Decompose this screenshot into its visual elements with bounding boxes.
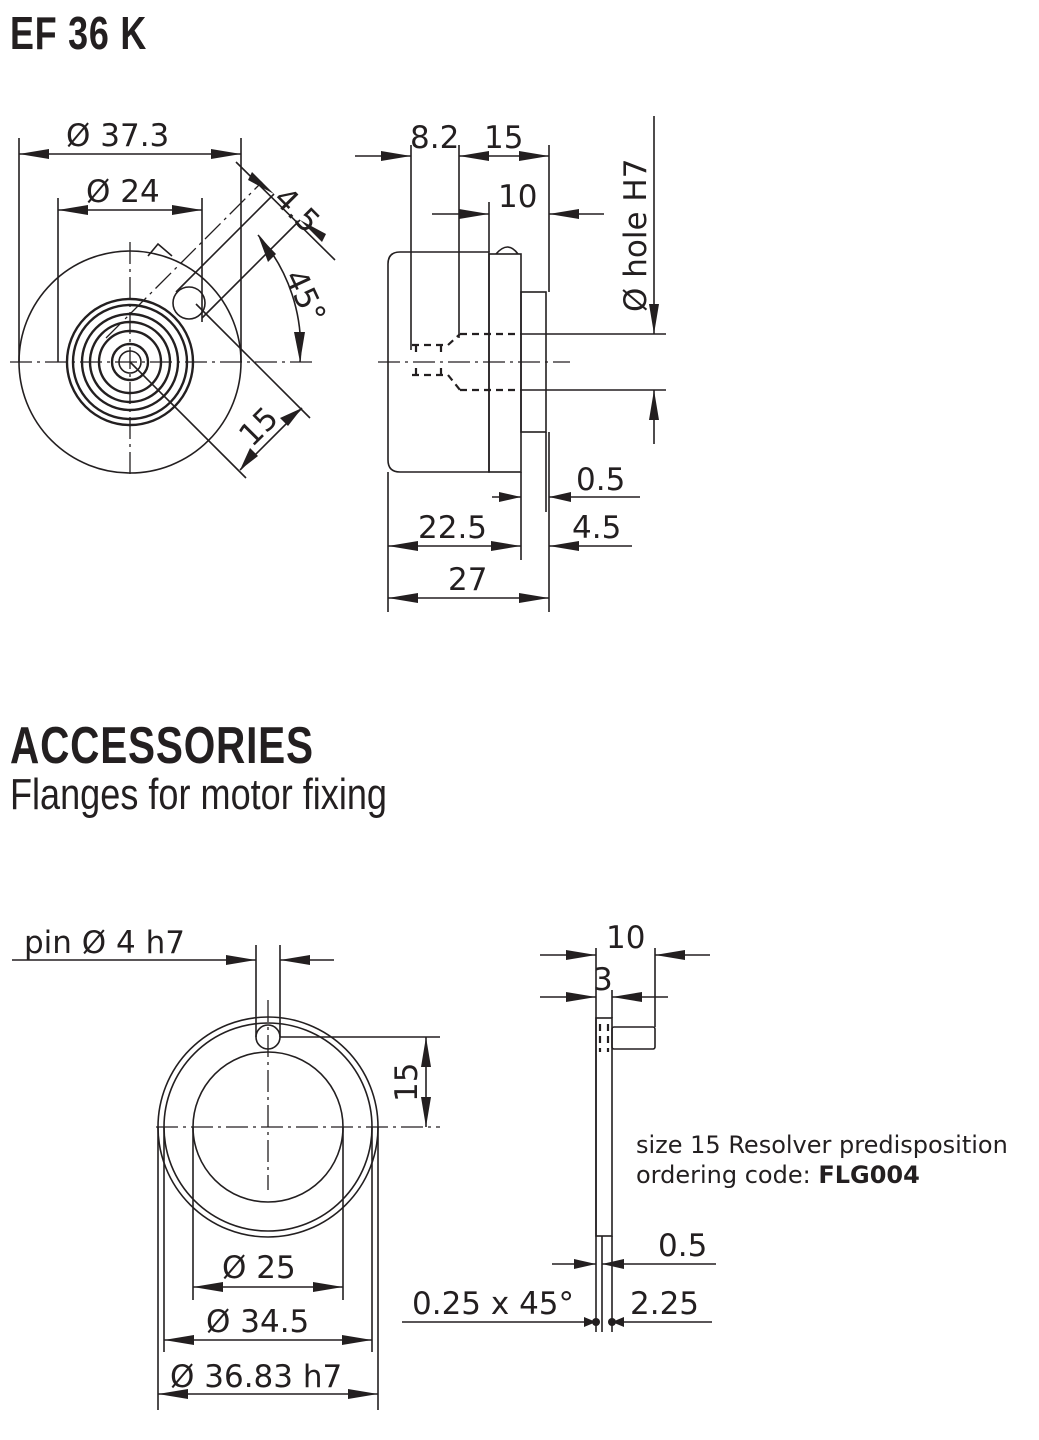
encoder-ear	[147, 242, 173, 257]
dim-15-flange	[280, 1036, 440, 1127]
slot-axis	[105, 181, 263, 339]
encoder-bore	[110, 342, 150, 382]
ordering-code: FLG004	[818, 1161, 920, 1189]
dim-0-5-flange-label: 0.5	[658, 1228, 707, 1264]
dim-slot-length	[129, 303, 311, 479]
encoder-hidden-bore	[412, 332, 518, 392]
dim-dia-34-5	[163, 1127, 373, 1352]
note-line-1: size 15 Resolver predisposition	[636, 1131, 1008, 1159]
dim-10-flange-label: 10	[606, 920, 645, 956]
dim-8-2	[355, 145, 412, 350]
dim-0-5-side-label: 0.5	[576, 462, 625, 498]
dim-10-side	[432, 202, 604, 252]
dim-slot-width	[235, 161, 336, 261]
dim-3-flange	[540, 992, 668, 1002]
dim-hole	[520, 116, 666, 444]
dim-27	[388, 593, 549, 603]
encoder-ear-side	[495, 246, 519, 255]
dim-2-25-label: 2.25	[630, 1286, 699, 1322]
dim-15-flange-label: 15	[389, 1063, 425, 1102]
dim-outer-diameter	[18, 138, 242, 362]
dim-22-5	[388, 541, 521, 551]
dim-0-5-flange	[552, 1259, 716, 1269]
flange-plate	[595, 1017, 613, 1237]
dim-10-flange	[540, 950, 710, 960]
encoder-slot	[172, 193, 301, 320]
dim-27-label: 27	[448, 562, 487, 598]
page-title: EF 36 K	[10, 7, 148, 59]
encoder-rear-section	[488, 253, 522, 473]
dim-chamfer-label: 0.25 x 45°	[412, 1286, 574, 1322]
dim-dia-36-83-label: Ø 36.83 h7	[170, 1359, 342, 1395]
dim-dia-34-5-label: Ø 34.5	[206, 1304, 309, 1340]
encoder-body	[387, 251, 490, 473]
dim-dia-25-label: Ø 25	[222, 1250, 296, 1286]
flange-pin-side	[611, 1026, 656, 1050]
dim-4-5-side	[549, 541, 632, 551]
dim-pin-label: pin Ø 4 h7	[24, 925, 185, 961]
dim-4-5-side-label: 4.5	[572, 510, 621, 546]
dim-outer-dia-label: Ø 37.3	[66, 118, 169, 154]
flange-front-view: pin Ø 4 h7 15 Ø 25 Ø 34.5	[12, 925, 440, 1410]
note-prefix: ordering code:	[636, 1161, 819, 1189]
dim-hole-label: Ø hole H7	[618, 159, 654, 312]
accessories-subtitle: Flanges for motor fixing	[10, 770, 387, 819]
flange-pin-hidden	[598, 1024, 610, 1052]
dim-chamfer	[402, 1317, 712, 1327]
dim-angle-label: 45°	[277, 264, 333, 329]
accessories-heading: ACCESSORIES	[10, 717, 314, 775]
dim-10-side-label: 10	[498, 179, 537, 215]
dim-8-2-label: 8.2	[410, 120, 459, 156]
dim-angle	[257, 234, 305, 363]
dim-inner-diameter	[57, 198, 203, 362]
dim-pin	[12, 945, 334, 1037]
dim-0-5-side	[492, 492, 640, 502]
dim-15-side	[458, 145, 550, 338]
dim-dia-36-83	[157, 1127, 379, 1410]
dim-3-flange-label: 3	[593, 962, 613, 998]
encoder-front-view: Ø 37.3 Ø 24 4.5 45°	[10, 118, 336, 479]
dim-inner-dia-label: Ø 24	[86, 174, 160, 210]
flange-side-view: 10 3 0.5 0.25 x 45° 2.25	[402, 920, 716, 1332]
dim-dia-25	[192, 1127, 344, 1300]
dim-22-5-label: 22.5	[418, 510, 487, 546]
note-line-2: ordering code: FLG004	[636, 1160, 1008, 1190]
dim-15-side-label: 15	[484, 120, 523, 156]
ordering-note: size 15 Resolver predisposition ordering…	[636, 1130, 1008, 1190]
encoder-side-view: 8.2 15 10 Ø hole H7	[355, 116, 666, 612]
dim-slot-length-label: 15	[232, 400, 285, 453]
